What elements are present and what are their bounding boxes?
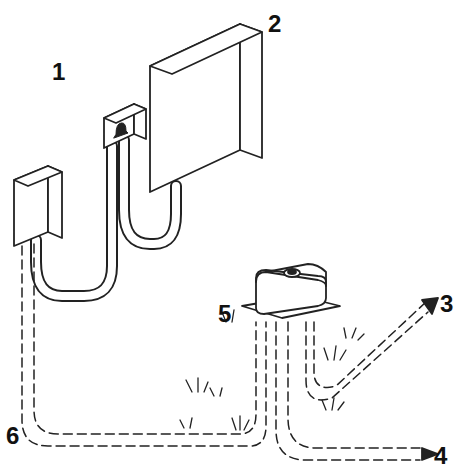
callout-number: 3 bbox=[440, 292, 453, 316]
callout-number: 1 bbox=[52, 60, 65, 84]
callout-number: 5 bbox=[218, 302, 231, 326]
callout-number: 4 bbox=[434, 444, 447, 468]
callout-number: 6 bbox=[6, 424, 19, 448]
callout-number: 2 bbox=[268, 12, 281, 36]
